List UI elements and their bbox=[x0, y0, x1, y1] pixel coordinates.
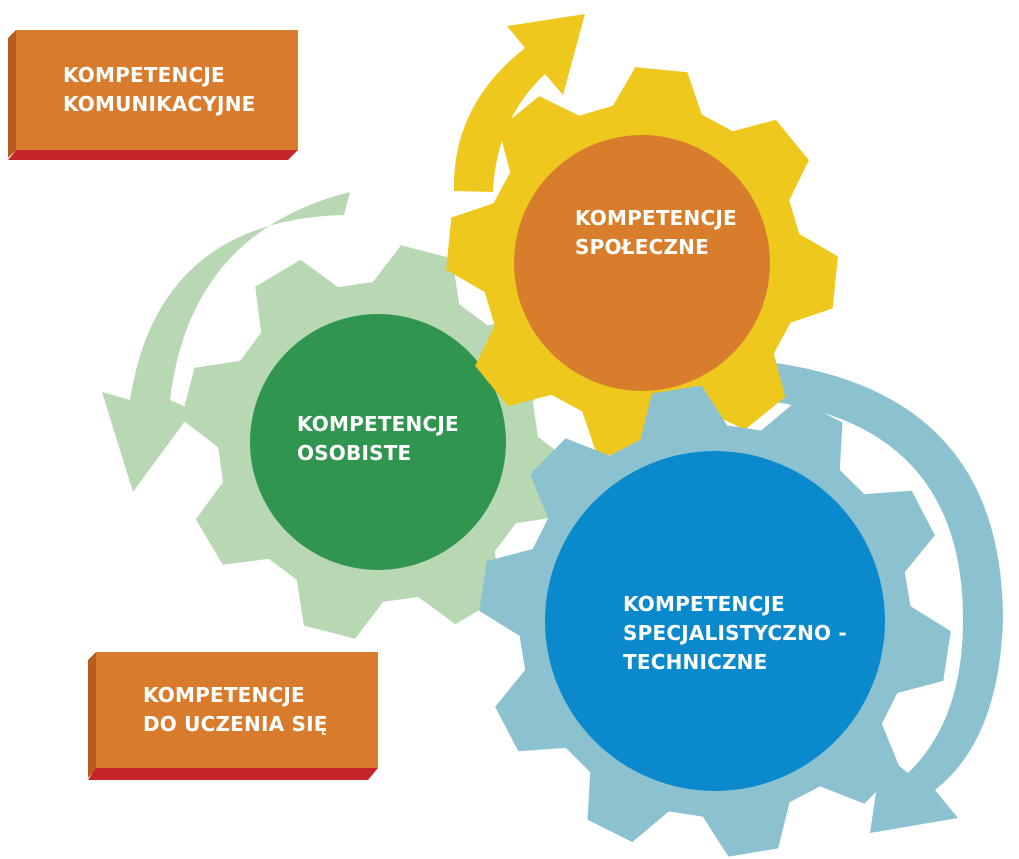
blue-gear-core bbox=[545, 451, 885, 791]
orange-gear-core bbox=[514, 135, 770, 391]
green-curved-arrow-icon bbox=[102, 192, 350, 492]
box-shape bbox=[8, 30, 298, 160]
box-shape bbox=[88, 652, 378, 780]
communication-competence-box: KOMPETENCJE KOMUNIKACYJNE bbox=[8, 30, 300, 160]
blue-gear-icon bbox=[479, 385, 951, 857]
learning-competence-box: KOMPETENCJE DO UCZENIA SIĘ bbox=[88, 652, 380, 780]
communication-competence-label: KOMPETENCJE KOMUNIKACYJNE bbox=[63, 63, 256, 116]
learning-box-face: KOMPETENCJE DO UCZENIA SIĘ bbox=[143, 652, 380, 768]
yellow-curved-arrow-icon bbox=[453, 14, 585, 192]
learning-competence-label: KOMPETENCJE DO UCZENIA SIĘ bbox=[143, 683, 328, 736]
green-gear-core bbox=[250, 314, 506, 570]
blue-curved-arrow-icon bbox=[775, 363, 1003, 833]
yellow-gear-icon bbox=[446, 67, 838, 459]
communication-box-face: KOMPETENCJE KOMUNIKACYJNE bbox=[63, 30, 300, 150]
personal-competence-label: KOMPETENCJE OSOBISTE bbox=[297, 412, 459, 465]
green-gear-icon bbox=[181, 245, 575, 639]
technical-competence-label: KOMPETENCJE SPECJALISTYCZNO - TECHNICZNE bbox=[623, 592, 847, 674]
social-competence-label: KOMPETENCJE SPOŁECZNE bbox=[575, 206, 737, 259]
